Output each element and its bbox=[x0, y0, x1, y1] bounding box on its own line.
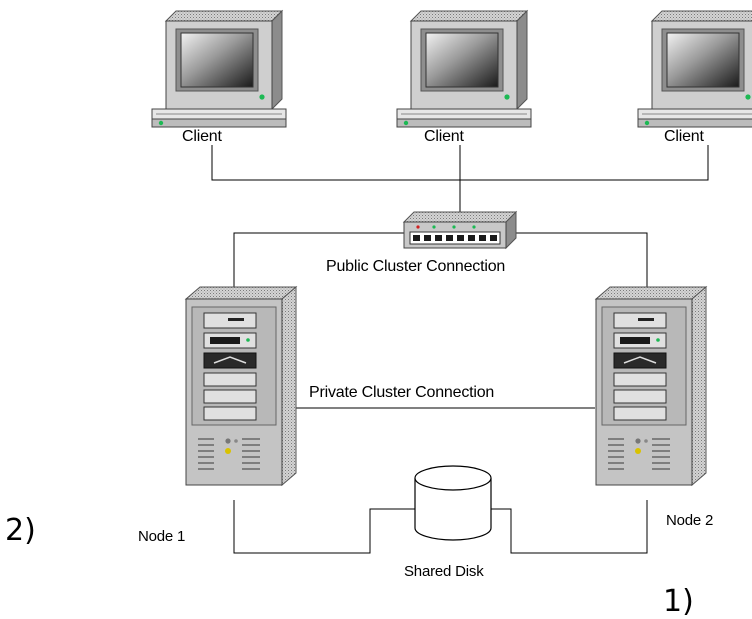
server-node-1-icon bbox=[185, 286, 297, 486]
public-cluster-connection-line bbox=[233, 232, 648, 298]
client-computer-icon bbox=[637, 10, 752, 128]
shared-disk-label: Shared Disk bbox=[404, 563, 484, 580]
left-marker: 2) bbox=[5, 513, 36, 548]
server-node-2-icon bbox=[595, 286, 707, 486]
client-computer-icon bbox=[151, 10, 287, 128]
bottom-right-marker: 1) bbox=[663, 584, 694, 619]
shared-disk-icon bbox=[414, 465, 492, 541]
shared-disk-connection-line bbox=[233, 500, 648, 554]
client-label: Client bbox=[424, 128, 464, 145]
network-hub-icon bbox=[402, 210, 518, 250]
node-1-label: Node 1 bbox=[138, 528, 186, 545]
node-2-label: Node 2 bbox=[666, 512, 714, 529]
client-bus-line bbox=[211, 145, 709, 222]
client-computer-icon bbox=[396, 10, 532, 128]
client-label: Client bbox=[664, 128, 704, 145]
public-cluster-connection-label: Public Cluster Connection bbox=[326, 258, 506, 275]
private-cluster-connection-label: Private Cluster Connection bbox=[309, 384, 495, 401]
client-label: Client bbox=[182, 128, 222, 145]
